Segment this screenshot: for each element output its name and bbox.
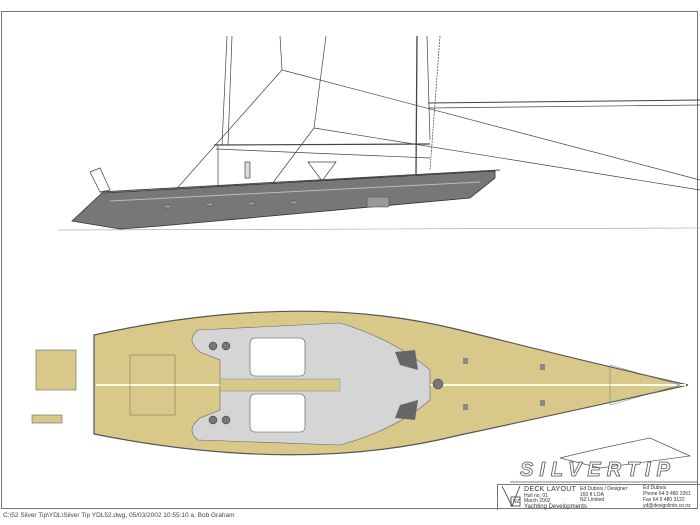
silvertip-logo: SILVERTIP bbox=[520, 459, 676, 482]
tb-contact: Ed Dubois bbox=[643, 485, 667, 491]
cockpit-table bbox=[219, 378, 341, 392]
tb-fax: Fax 64 9 480 3122 bbox=[643, 497, 685, 503]
file-path-footer: C:\52 Silver Tip\YDL\Silver Tip YDL52.dw… bbox=[3, 512, 235, 519]
tb-email: yd@designlinto.co.nz bbox=[643, 503, 691, 509]
drawing-title: DECK LAYOUT bbox=[524, 486, 577, 493]
title-block: NZ DECK LAYOUT Hull no. 01 March 2002 Ya… bbox=[497, 484, 700, 510]
portholes bbox=[163, 196, 390, 209]
winches bbox=[208, 341, 444, 425]
tb-mid2: 160 ft LOA bbox=[580, 492, 604, 498]
logo-swoosh bbox=[559, 437, 692, 469]
hull-profile bbox=[71, 170, 496, 230]
tb-line1: Hull no. 01 bbox=[524, 493, 548, 499]
ydnz-logo bbox=[501, 485, 521, 507]
backstay bbox=[221, 35, 228, 146]
boom bbox=[213, 143, 431, 146]
crew-figure bbox=[244, 161, 251, 179]
tb-mid3: NZ Limited bbox=[580, 497, 605, 503]
hatch bbox=[249, 337, 306, 377]
swim-platform bbox=[35, 349, 77, 391]
tb-phone: Phone 64 9 480 3261 bbox=[643, 491, 691, 497]
tb-mid1: Ed Dubois / Designer bbox=[580, 486, 628, 492]
flag bbox=[89, 167, 111, 193]
skylight bbox=[395, 350, 418, 370]
aft-hatch bbox=[129, 354, 176, 416]
tb-line2: March 2002 bbox=[524, 498, 551, 504]
side-profile bbox=[89, 35, 700, 195]
drawing-frame bbox=[1, 11, 698, 509]
nz-badge-label: NZ bbox=[513, 499, 520, 505]
passerelle bbox=[31, 414, 63, 424]
deck-plan bbox=[31, 310, 689, 456]
tb-company: Yachting Developments bbox=[524, 504, 587, 510]
